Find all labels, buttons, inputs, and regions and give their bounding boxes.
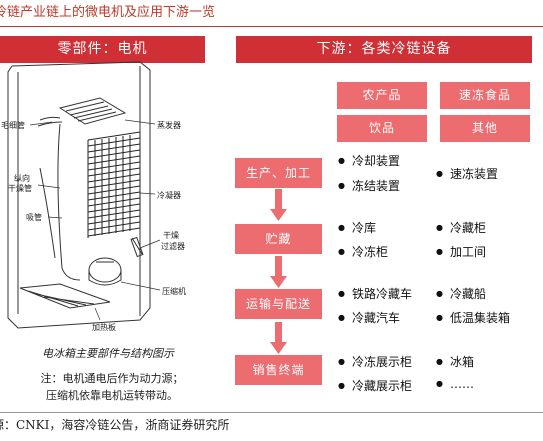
item-label: 冷藏汽车 [351,311,400,325]
stage-retail: 销售终端 [235,355,322,385]
item-label: 冷冻柜 [351,245,388,259]
item-reefer-truck: ● 冷藏汽车 [338,309,400,326]
item-reefer-container: ● 低温集装箱 [436,309,510,326]
item-label: 铁路冷藏车 [351,287,412,301]
category-beverage: 饮品 [337,115,427,142]
bullet-icon: ● [338,289,345,298]
bullet-icon: ● [338,156,345,165]
bullet-icon: ● [436,289,443,298]
item-cold-storage: ● 冷库 [338,219,376,236]
label-dry-pipe: 干燥管 [8,183,32,193]
source-note: 源：CNKI，海容冷链公告，浙商证券研究所 [0,412,543,437]
item-label: …… [449,377,474,391]
bullet-icon: ● [436,313,443,322]
bullet-icon: ● [436,379,443,388]
label-filter: 过滤器 [161,241,185,251]
item-label: 冰箱 [449,355,474,369]
note-line-2: 压缩机依靠电机运转带动。 [46,389,178,402]
item-label: 低温集装箱 [449,311,510,325]
label-condenser: 冷凝器 [157,190,181,200]
label-heater: 加热板 [92,322,116,332]
diagram-caption: 电冰箱主要部件与结构图示 [42,347,174,360]
right-header: 下游：各类冷链设备 [236,36,532,63]
left-header: 零部件：电机 [0,36,205,63]
item-chiller-display: ● 冷藏展示柜 [338,377,412,394]
bullet-icon: ● [338,313,345,322]
label-dry: 干燥 [163,231,179,240]
category-other: 其他 [440,115,530,142]
down-arrow-icon [270,256,287,288]
figure-title: 冷链产业链上的微电机及应用下游一览 [0,0,543,27]
label-suction: 吸管 [26,212,42,222]
figure-title-text: 冷链产业链上的微电机及应用下游一览 [0,5,216,20]
category-agricultural: 农产品 [337,82,427,109]
stage-storage: 贮藏 [235,224,322,254]
item-freezing: ● 冻结装置 [338,177,400,194]
note-line-1: 注：电机通电后作为动力源； [40,372,184,385]
item-processing-room: ● 加工间 [436,243,486,260]
stage-transport: 运输与配送 [235,289,322,319]
bullet-icon: ● [436,247,443,256]
item-label: 冷却装置 [351,154,400,168]
item-freezer-cabinet: ● 冷冻柜 [338,243,388,260]
bullet-icon: ● [338,223,345,232]
item-quick-freeze: ● 速冻装置 [436,165,498,182]
item-label: 冻结装置 [351,179,400,193]
item-refrigerated-cabinet: ● 冷藏柜 [436,219,486,236]
item-label: 冷藏柜 [449,221,486,235]
bullet-icon: ● [436,223,443,232]
bullet-icon: ● [436,169,443,178]
item-label: 速冻装置 [449,167,498,181]
down-arrow-icon [270,189,287,221]
item-label: 冷冻展示柜 [351,355,412,369]
category-frozen-food: 速冻食品 [440,82,530,109]
item-rail-reefer: ● 铁路冷藏车 [338,285,412,302]
label-evaporator: 蒸发器 [157,120,181,130]
down-arrow-icon [270,322,287,354]
item-label: 冷藏展示柜 [351,379,412,393]
bullet-icon: ● [338,181,345,190]
label-compressor: 压缩机 [162,286,186,296]
item-more: ● …… [436,377,474,391]
stage-production: 生产、加工 [235,158,322,188]
refrigerator-diagram: 毛细管 蒸发器 纵向 干燥管 吸管 冷凝器 干燥 过滤器 压缩机 加热板 [1,61,186,332]
item-label: 冷藏船 [449,287,486,301]
bullet-icon: ● [338,357,345,366]
item-freezer-display: ● 冷冻展示柜 [338,353,412,370]
item-label: 冷库 [351,221,376,235]
item-reefer-ship: ● 冷藏船 [436,285,486,302]
bullet-icon: ● [338,381,345,390]
label-longitudinal: 纵向 [14,173,30,183]
item-fridge: ● 冰箱 [436,353,474,370]
item-label: 加工间 [449,245,486,259]
item-cooling: ● 冷却装置 [338,152,400,169]
label-capillary: 毛细管 [1,120,25,130]
bullet-icon: ● [436,357,443,366]
note: 注：电机通电后作为动力源； 压缩机依靠电机运转带动。 [12,370,212,404]
bullet-icon: ● [338,247,345,256]
